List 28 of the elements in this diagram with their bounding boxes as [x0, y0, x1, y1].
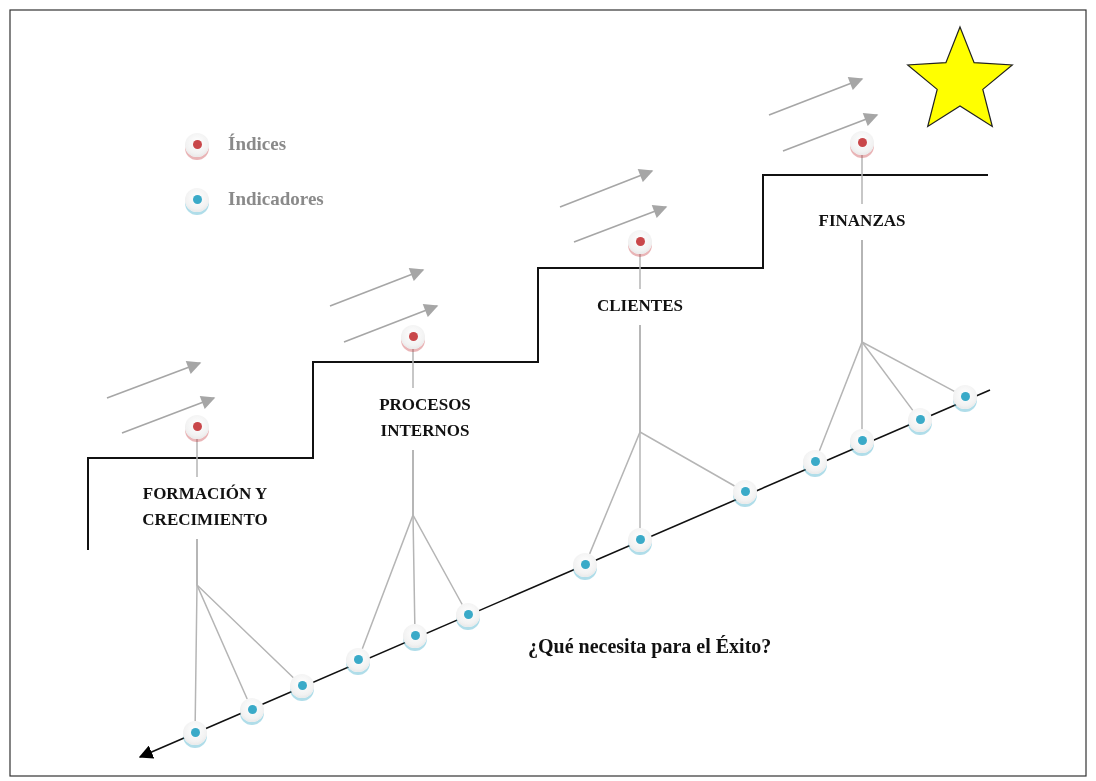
question-text: ¿Qué necesita para el Éxito?	[528, 635, 772, 658]
indicator-marker	[953, 385, 977, 409]
indicator-marker	[850, 429, 874, 453]
connector-line	[196, 538, 295, 679]
indicator-marker	[346, 648, 370, 672]
indicator-marker	[290, 674, 314, 698]
connector-line	[196, 438, 198, 478]
indicator-marker	[456, 603, 480, 627]
connector-line	[861, 239, 956, 393]
legend-label: Índices	[228, 133, 287, 155]
indicator-marker	[240, 698, 264, 722]
indicator-marker	[628, 528, 652, 552]
indicator-marker	[733, 480, 757, 504]
indicator-marker	[403, 624, 427, 648]
index-marker	[401, 325, 425, 349]
index-marker	[628, 230, 652, 254]
legend-label: Indicadores	[228, 188, 324, 210]
indicator-marker	[803, 450, 827, 474]
index-marker	[850, 131, 874, 155]
connector-line	[412, 449, 463, 606]
connector-line	[639, 253, 641, 290]
index-marker	[185, 415, 209, 439]
indicator-marker	[573, 553, 597, 577]
connector-line	[412, 348, 414, 389]
indicator-marker	[908, 408, 932, 432]
connector-line	[861, 154, 863, 205]
connector-line	[639, 324, 736, 487]
indicator-marker	[183, 721, 207, 745]
